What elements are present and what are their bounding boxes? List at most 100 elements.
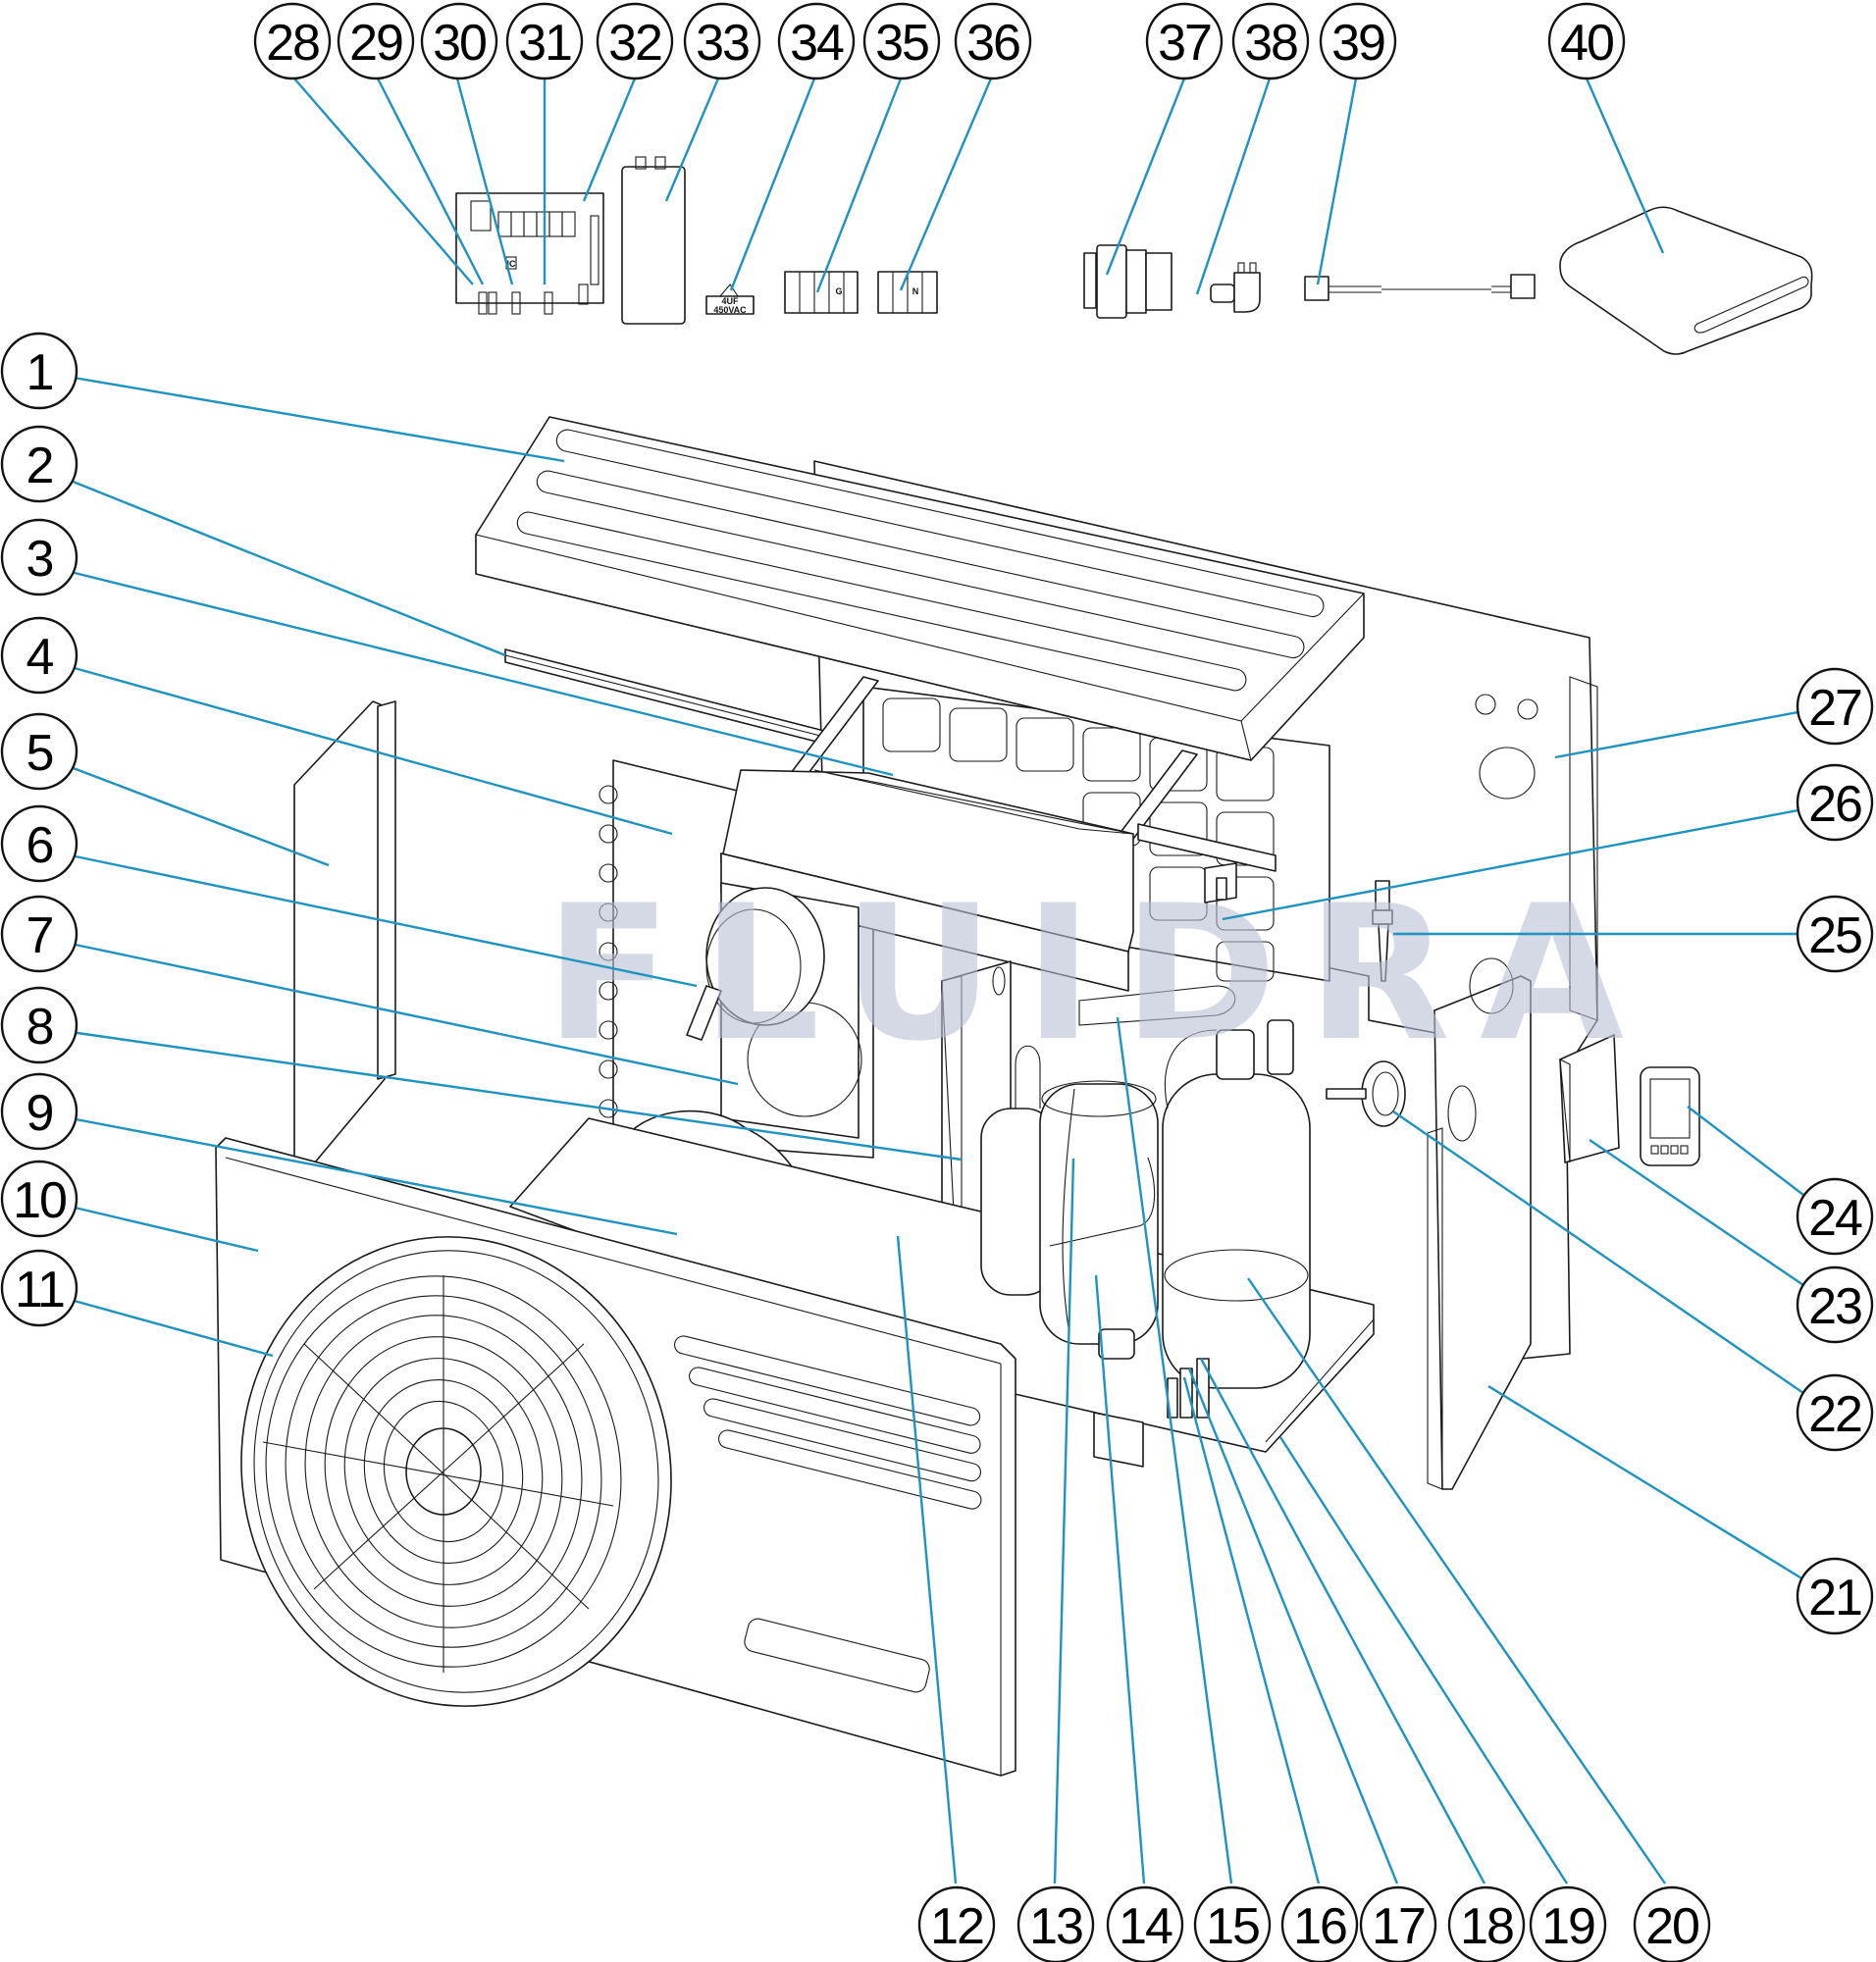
callout-circle — [1145, 2, 1224, 80]
leader-line-2 — [70, 479, 506, 657]
callout-circle — [1280, 1885, 1359, 1962]
callout-number: 36 — [966, 15, 1019, 72]
callout-number: 14 — [1119, 1898, 1172, 1955]
callout-19: 19 — [1529, 1885, 1607, 1962]
leader-line-28 — [293, 77, 474, 285]
callout-circle — [596, 2, 674, 80]
callout-circle — [1547, 2, 1626, 80]
leader-line-16 — [1182, 1376, 1321, 1885]
callout-number: 23 — [1808, 1278, 1861, 1335]
leader-line-15 — [1116, 1016, 1233, 1885]
leader-line-12 — [896, 1235, 958, 1885]
watermark-text: FLUIDRA — [545, 865, 1653, 1082]
leader-line-6 — [70, 853, 698, 988]
callout-number: 4 — [26, 629, 54, 686]
callout-circle — [1193, 1885, 1272, 1962]
callout-number: 40 — [1560, 15, 1613, 72]
callout-number: 37 — [1158, 15, 1211, 72]
callout-number: 10 — [13, 1172, 66, 1229]
callout-number: 33 — [696, 15, 749, 72]
callout-31: 31 — [505, 2, 584, 80]
leader-line-5 — [70, 765, 330, 867]
callout-21: 21 — [1796, 1557, 1874, 1635]
callout-33: 33 — [683, 2, 761, 80]
callout-number: 8 — [26, 999, 53, 1056]
part-side-panel-right — [1427, 957, 1532, 1490]
callout-circle — [862, 2, 941, 80]
callout-circle — [1796, 1557, 1874, 1635]
leader-line-9 — [70, 1116, 678, 1236]
callout-11: 11 — [0, 1249, 78, 1327]
callout-circle — [1016, 1885, 1095, 1962]
callout-35: 35 — [862, 2, 941, 80]
callout-circle — [505, 2, 584, 80]
part-electrical-box — [720, 769, 1134, 992]
callout-circle — [1106, 1885, 1184, 1962]
part-accumulator — [1162, 1019, 1311, 1389]
callout-number: 21 — [1808, 1570, 1861, 1626]
callout-circle — [1359, 1885, 1437, 1962]
terminal-mark-n: N — [912, 286, 919, 296]
callout-circle — [1796, 1265, 1874, 1344]
callout-37: 37 — [1145, 2, 1224, 80]
callout-9: 9 — [0, 1072, 78, 1151]
callout-number: 35 — [875, 15, 928, 72]
part-wiring-harness — [1304, 274, 1536, 301]
callout-circle — [1231, 2, 1310, 80]
callout-circle — [1796, 667, 1874, 746]
callout-circle — [1796, 1373, 1874, 1452]
capacitor-rating-1: 4UF — [721, 296, 739, 306]
callout-12: 12 — [917, 1885, 996, 1962]
callout-number: 1 — [26, 344, 53, 401]
leader-line-27 — [1554, 709, 1804, 759]
callout-6: 6 — [0, 804, 78, 883]
leader-line-8 — [70, 1030, 963, 1162]
leader-line-40 — [1585, 77, 1665, 254]
part-water-flange — [1326, 1060, 1406, 1127]
callout-5: 5 — [0, 712, 78, 791]
callout-number: 26 — [1808, 776, 1861, 833]
callout-circle — [1529, 1885, 1607, 1962]
callout-14: 14 — [1106, 1885, 1184, 1962]
part-protective-cover — [1559, 206, 1813, 355]
board-chip-label: IC — [507, 259, 517, 269]
callout-number: 9 — [26, 1085, 53, 1142]
part-top-cover — [475, 416, 1365, 761]
leader-line-30 — [455, 77, 514, 285]
callout-circle — [777, 2, 856, 80]
callout-circle — [0, 1249, 78, 1327]
callout-number: 34 — [790, 15, 844, 72]
callout-16: 16 — [1280, 1885, 1359, 1962]
leader-line-37 — [1105, 77, 1186, 276]
leader-lines — [70, 77, 1804, 1885]
callout-number: 17 — [1372, 1898, 1425, 1955]
callout-22: 22 — [1796, 1373, 1874, 1452]
callout-circle — [0, 895, 78, 973]
part-drain-elbow — [1210, 262, 1261, 313]
part-cross-brackets — [784, 676, 1277, 872]
callout-32: 32 — [596, 2, 674, 80]
callout-circle — [0, 804, 78, 883]
part-compressor-capacitor — [621, 156, 686, 325]
part-union-fitting — [1083, 244, 1172, 319]
part-fan-motor — [686, 887, 825, 1041]
callout-24: 24 — [1796, 1177, 1874, 1256]
leader-line-22 — [1392, 1110, 1804, 1394]
callout-15: 15 — [1193, 1885, 1272, 1962]
callout-number: 2 — [26, 438, 53, 494]
callout-40: 40 — [1547, 2, 1626, 80]
callout-circle — [1796, 895, 1874, 973]
callout-number: 18 — [1460, 1898, 1513, 1955]
callout-circle — [917, 1885, 996, 1962]
part-terminal-block-2: N — [877, 271, 938, 314]
part-control-cover — [1559, 1034, 1620, 1163]
terminal-mark-g: G — [835, 286, 842, 296]
callout-number: 19 — [1541, 1898, 1594, 1955]
callout-circle — [1447, 1885, 1526, 1962]
callout-number: 25 — [1808, 907, 1861, 964]
leader-line-19 — [1278, 1436, 1569, 1885]
callout-circle — [1633, 1885, 1711, 1962]
